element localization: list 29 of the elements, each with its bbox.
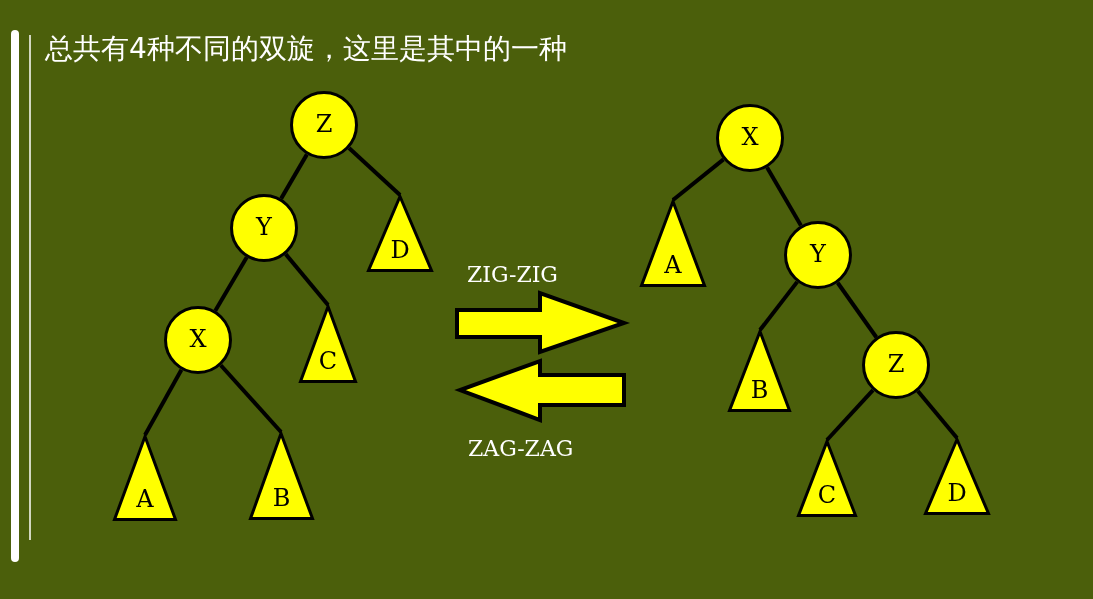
tree-branch (279, 153, 309, 200)
tree-branch (143, 368, 184, 436)
circle-node: Y (230, 194, 298, 262)
circle-node: Z (862, 331, 930, 399)
triangle-node: A (640, 200, 706, 287)
tree-branch (916, 389, 959, 440)
tree-branch (347, 146, 402, 197)
tree-branch (219, 363, 283, 434)
tree-branch (758, 280, 799, 332)
circle-node: Z (290, 91, 358, 159)
circle-node: Y (784, 221, 852, 289)
tree-branch (284, 252, 330, 307)
tree-branch (213, 256, 249, 312)
tree-branch (671, 157, 725, 202)
triangle-node: D (924, 438, 990, 515)
title: 总共有4种不同的双旋，这里是其中的一种 (45, 31, 567, 67)
rotation-label: ZIG-ZIG (467, 262, 558, 287)
circle-node: X (716, 104, 784, 172)
tree-branch (825, 388, 875, 442)
circle-node: X (164, 306, 232, 374)
triangle-node: A (113, 435, 177, 521)
triangle-node: C (299, 305, 357, 383)
triangle-node: C (797, 440, 857, 517)
triangle-node: D (367, 195, 433, 272)
tree-branch (836, 281, 878, 339)
tree-branch (765, 166, 803, 227)
triangle-node: B (728, 330, 791, 412)
rotation-label: ZAG-ZAG (468, 436, 574, 461)
triangle-node: B (249, 432, 314, 520)
